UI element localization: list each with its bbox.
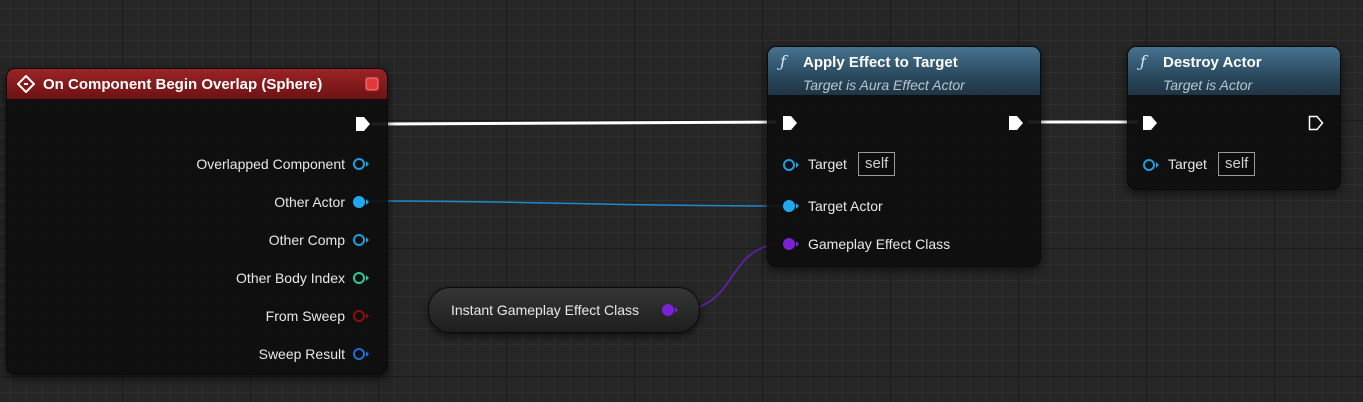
- target-actor-pin[interactable]: [782, 198, 800, 214]
- apply-target-self-field[interactable]: self: [858, 152, 896, 176]
- apply-effect-node[interactable]: ƒ Apply Effect to Target Target is Aura …: [767, 46, 1041, 267]
- destroy-actor-node-subtitle: Target is Actor: [1163, 77, 1253, 93]
- event-exec-out-pin[interactable]: [355, 116, 371, 132]
- function-icon: ƒ: [780, 52, 786, 71]
- apply-exec-in-pin[interactable]: [782, 115, 798, 131]
- event-node-header[interactable]: On Component Begin Overlap (Sphere): [7, 69, 387, 99]
- from-sweep-pin[interactable]: [352, 308, 370, 324]
- pin-label-gameplay-effect-class: Gameplay Effect Class: [808, 236, 951, 252]
- apply-effect-node-title: Apply Effect to Target: [803, 54, 958, 71]
- overlapped-component-pin[interactable]: [352, 156, 370, 172]
- variable-output-pin[interactable]: [661, 302, 679, 318]
- output-delegate-icon[interactable]: [365, 77, 379, 91]
- apply-effect-node-header[interactable]: ƒ Apply Effect to Target Target is Aura …: [768, 47, 1040, 95]
- event-node-title: On Component Begin Overlap (Sphere): [43, 76, 323, 93]
- apply-effect-node-subtitle: Target is Aura Effect Actor: [803, 77, 965, 93]
- pin-label-overlapped-component: Overlapped Component: [196, 156, 345, 172]
- destroy-exec-out-pin[interactable]: [1308, 115, 1324, 131]
- apply-exec-out-pin[interactable]: [1008, 115, 1024, 131]
- destroy-actor-node-header[interactable]: ƒ Destroy Actor Target is Actor: [1128, 47, 1340, 95]
- destroy-target-self-field[interactable]: self: [1218, 152, 1256, 176]
- variable-label: Instant Gameplay Effect Class: [451, 302, 640, 318]
- other-comp-pin[interactable]: [352, 232, 370, 248]
- pin-label-target-actor: Target Actor: [808, 198, 883, 214]
- destroy-exec-in-pin[interactable]: [1142, 115, 1158, 131]
- pin-label-other-comp: Other Comp: [268, 232, 345, 248]
- pin-label-sweep-result: Sweep Result: [258, 346, 345, 362]
- event-node[interactable]: On Component Begin Overlap (Sphere) Over…: [6, 68, 388, 375]
- pin-label-other-body-index: Other Body Index: [236, 270, 345, 286]
- apply-target-pin[interactable]: [782, 157, 800, 173]
- destroy-actor-node-title: Destroy Actor: [1163, 54, 1262, 71]
- destroy-actor-node[interactable]: ƒ Destroy Actor Target is Actor Target s…: [1127, 46, 1341, 190]
- object-wire-other-actor: [367, 200, 785, 207]
- gameplay-effect-class-pin[interactable]: [782, 236, 800, 252]
- pin-label-from-sweep: From Sweep: [265, 308, 345, 324]
- other-actor-pin[interactable]: [352, 194, 370, 210]
- instant-gameplay-effect-class-variable[interactable]: Instant Gameplay Effect Class: [428, 287, 700, 333]
- pin-label-other-actor: Other Actor: [274, 194, 345, 210]
- exec-wire-event-to-apply: [371, 120, 777, 126]
- pin-label-apply-target: Target: [808, 156, 847, 172]
- destroy-target-pin[interactable]: [1142, 157, 1160, 173]
- pin-label-destroy-target: Target: [1168, 156, 1207, 172]
- other-body-index-pin[interactable]: [352, 270, 370, 286]
- function-icon: ƒ: [1140, 52, 1146, 71]
- sweep-result-pin[interactable]: [352, 346, 370, 362]
- event-diamond-icon: [17, 75, 35, 93]
